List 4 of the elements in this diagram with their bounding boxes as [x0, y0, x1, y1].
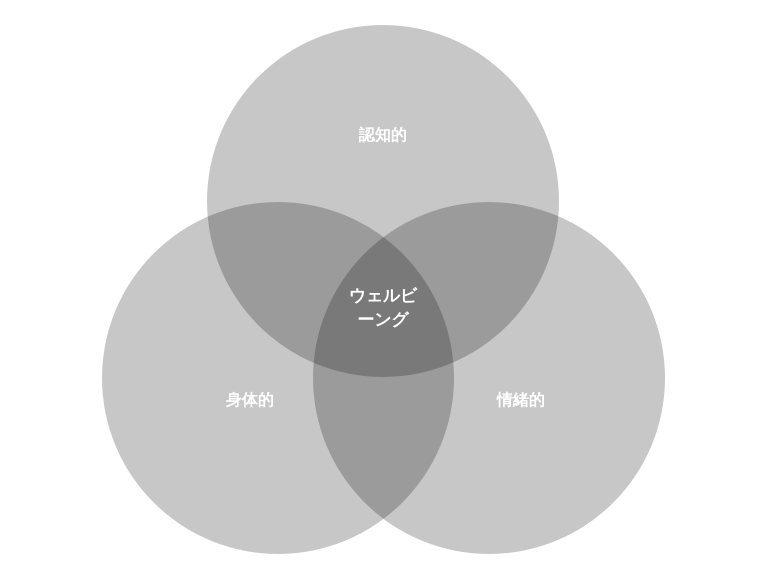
circle-label: 情緒的: [497, 390, 545, 410]
circle-label: 身体的: [226, 390, 274, 410]
circle-label: 認知的: [359, 124, 407, 146]
center-label: ウェルビーング: [349, 286, 417, 330]
